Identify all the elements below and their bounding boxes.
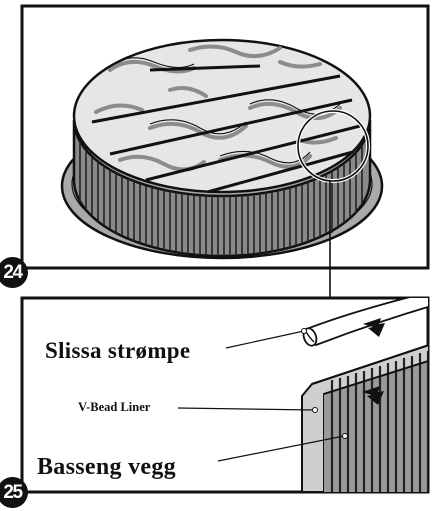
- figure-24-panel: [20, 4, 430, 270]
- pool-wall-detail: [301, 344, 428, 492]
- liner-surface: [72, 38, 372, 194]
- step-number-badge: 25: [0, 477, 28, 508]
- step-number-badge: 24: [0, 257, 28, 288]
- leader-lines: [177, 330, 345, 462]
- down-arrow-icon: [363, 318, 385, 337]
- down-arrow-icon: [362, 386, 384, 405]
- slit-sleeve-label: Slissa strømpe: [45, 338, 191, 363]
- figure-25-panel: [20, 296, 430, 494]
- pool-wall-label: Basseng vegg: [37, 454, 176, 480]
- slit-sleeve: [302, 298, 428, 347]
- v-bead-liner-label: V-Bead Liner: [78, 400, 151, 414]
